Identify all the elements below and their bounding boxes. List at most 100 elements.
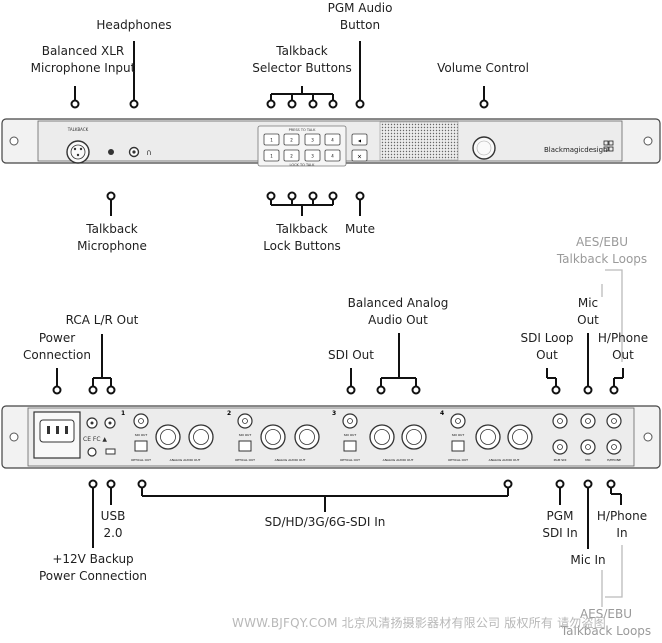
channel-1-sdi-out-label: SDI OUT [135,433,148,437]
front-leaders [70,41,489,216]
label-sdi-in: SD/HD/3G/6G-SDI In [264,515,386,529]
channel-4-sdi-out [450,413,466,429]
channel-3-optical-label: OPTICAL OUT [340,458,360,462]
selector-button-3[interactable] [304,133,321,146]
channel-3-xlr-left [369,424,395,450]
label-rca-out: RCA L/R Out [65,313,139,327]
mic-out-connector [580,413,596,429]
channel-4-sdi-in [451,440,465,452]
channel-1-xlr-left [155,424,181,450]
hphone-out-connector [606,413,622,429]
selector-button-3-label: 3 [311,138,314,143]
lock-button-3[interactable] [304,149,321,162]
lock-button-4-label: 4 [331,154,334,159]
channel-4-sdi-out-label: SDI OUT [452,433,465,437]
channel-1-sdi-out [133,413,149,429]
xlr-input-connector [66,140,90,164]
channel-3-sdi-out-label: SDI OUT [344,433,357,437]
usb-port [105,448,116,455]
channel-1-number: 1 [121,410,125,417]
label-headphones: Headphones [96,18,172,32]
lock-button-2-label: 2 [290,154,293,159]
volume-knob[interactable] [472,136,496,160]
channel-1-optical-label: OPTICAL OUT [131,458,151,462]
lock-button-4[interactable] [324,149,341,162]
channel-3-number: 3 [332,410,336,417]
speaker-icon: ◂ [358,138,361,145]
talkback-lock-buttons: 1 2 3 4 [263,149,341,162]
channel-2-number: 2 [227,410,231,417]
lock-button-3-label: 3 [311,154,314,159]
pgm-audio-button[interactable] [351,133,368,146]
channel-4-number: 4 [440,410,444,417]
selector-button-1[interactable] [263,133,280,146]
mic-in-connector [580,439,596,455]
channel-2-sdi-out [237,413,253,429]
selector-button-4[interactable] [324,133,341,146]
channel-2-analog-label: ANALOG AUDIO OUT [275,458,306,462]
selector-button-4-label: 4 [331,138,334,143]
channel-4-analog-label: ANALOG AUDIO OUT [489,458,520,462]
channel-2-xlr-right [294,424,320,450]
channel-1-analog-label: ANALOG AUDIO OUT [170,458,201,462]
ce-fcc-marks: CE FC ▲ [83,436,107,443]
channel-3: 3 SDI OUT OPTICAL OUT ANALOG AUDIO OUT [332,410,427,462]
lock-button-2[interactable] [283,149,300,162]
pgm-mic-hphone-bank: PGM SDI MIC H/PHONE [552,413,622,462]
label-sdi-out: SDI Out [328,348,374,362]
mute-button[interactable] [351,149,368,162]
pgm-sdi-label: PGM SDI [554,458,567,462]
front-panel: TALKBACK ∩ PRESS TO TALK LOCK TO TALK 1 … [1,118,661,167]
label-mute: Mute [344,222,376,236]
channel-4-xlr-left [475,424,501,450]
speaker-grille [379,121,459,161]
brand-logo: Blackmagicdesign [544,146,608,154]
channel-1-xlr-right [188,424,214,450]
label-mic-in: Mic In [570,553,606,567]
selector-button-2[interactable] [283,133,300,146]
channel-1: 1 SDI OUT OPTICAL OUT ANALOG AUDIO OUT [121,410,214,462]
rear-panel: CE FC ▲ 1 SDI OUT OPTICAL OUT ANALOG AUD… [1,405,661,469]
channel-3-xlr-right [401,424,427,450]
channel-3-sdi-out [342,413,358,429]
lock-button-1[interactable] [263,149,280,162]
sdi-loop-out-connector [552,413,568,429]
channel-3-sdi-in [343,440,357,452]
mic-label: TALKBACK [67,127,89,132]
press-to-talk-label: PRESS TO TALK [289,128,317,132]
headphone-icon: ∩ [146,148,152,157]
watermark-text: WWW.BJFQY.COM 北京风清扬摄影器材有限公司 版权所有 请勿盗图 [232,616,606,630]
channel-3-analog-label: ANALOG AUDIO OUT [383,458,414,462]
channel-2-optical-label: OPTICAL OUT [235,458,255,462]
talkback-selector-buttons: 1 2 3 4 [263,133,341,146]
channel-2-sdi-out-label: SDI OUT [239,433,252,437]
channel-1-sdi-in [134,440,148,452]
channel-4-optical-label: OPTICAL OUT [448,458,468,462]
channel-4: 4 SDI OUT OPTICAL OUT ANALOG AUDIO OUT [440,410,533,462]
channel-2: 2 SDI OUT OPTICAL OUT ANALOG AUDIO OUT [227,410,320,462]
hphone-in-connector [606,439,622,455]
selector-button-1-label: 1 [270,138,273,143]
backup-power-connector [87,447,97,457]
lock-button-1-label: 1 [270,154,273,159]
lock-to-talk-label: LOCK TO TALK [290,163,316,167]
rear-leaders [52,269,624,607]
channel-2-xlr-left [260,424,286,450]
hphone-bank-label: H/PHONE [607,458,621,462]
